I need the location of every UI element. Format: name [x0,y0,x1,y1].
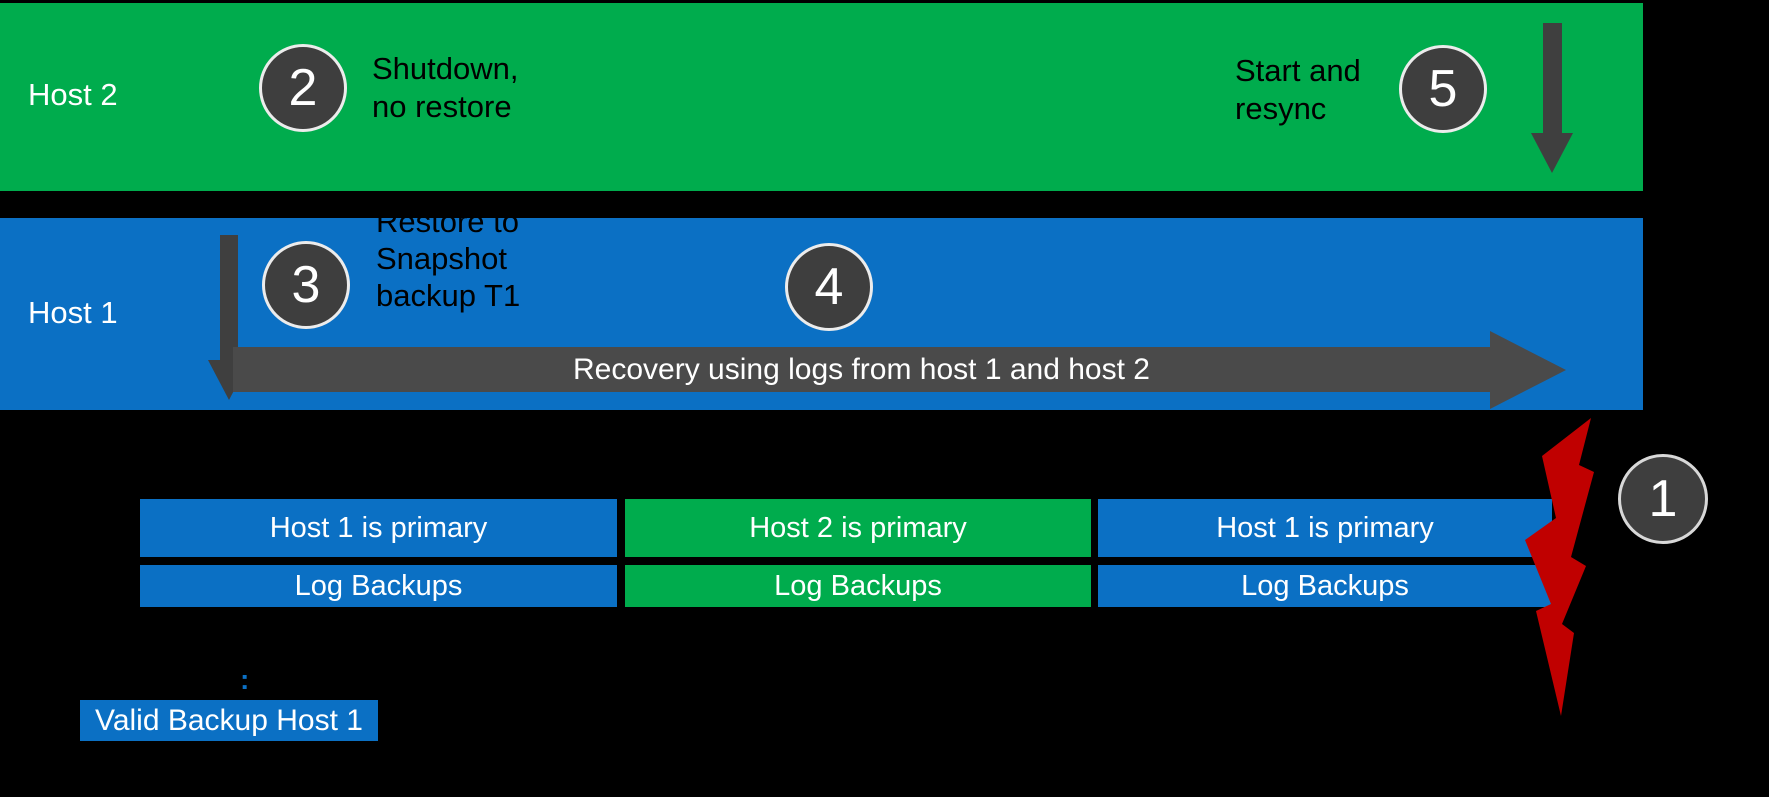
step-5-note-line2: resync [1235,91,1327,126]
step-4-number: 4 [814,258,844,316]
primary-bar-host2-label: Host 2 is primary [749,511,967,544]
host2-timeline-band: Host 2 2 Shutdown, no restore Start and … [0,3,1643,191]
host1-label: Host 1 [28,295,118,330]
primary-bar-host1-a: Host 1 is primary [140,499,617,557]
step-2-circle: 2 [259,44,347,132]
step-1-number: 1 [1648,470,1678,528]
step-3-note-line2: Snapshot [376,241,507,276]
step-2-note-line1: Shutdown, [372,51,519,86]
step-1-circle: 1 [1618,454,1708,544]
log-backups-bar-b: Log Backups [625,565,1091,607]
log-backups-bar-c: Log Backups [1098,565,1552,607]
recovery-arrow-head-icon [1490,331,1566,409]
step-2-note: Shutdown, no restore [372,50,519,126]
primary-bar-host2: Host 2 is primary [625,499,1091,557]
step-4-circle: 4 [785,243,873,331]
lightning-bolt-icon [1525,418,1594,716]
primary-bar-host1-b-label: Host 1 is primary [1216,511,1434,544]
step-5-circle: 5 [1399,45,1487,133]
log-backups-bar-c-label: Log Backups [1241,569,1409,602]
step-3-note-line3: backup T1 [376,278,521,313]
valid-backup-label: Valid Backup Host 1 [95,703,363,737]
primary-bar-host1-b: Host 1 is primary [1098,499,1552,557]
step-3-note-line1: Restore to [376,204,520,239]
step-3-note: Restore to Snapshot backup T1 [376,203,520,314]
log-backups-bar-a-label: Log Backups [294,569,463,602]
recovery-arrow: Recovery using logs from host 1 and host… [233,347,1490,392]
step-2-number: 2 [288,59,318,117]
recovery-arrow-label: Recovery using logs from host 1 and host… [573,352,1150,386]
log-backups-bar-b-label: Log Backups [774,569,942,602]
step-2-note-line2: no restore [372,89,512,124]
host2-label: Host 2 [28,77,118,112]
step-5-number: 5 [1428,60,1458,118]
log-backups-bar-a: Log Backups [140,565,617,607]
legend-colon: : [240,664,250,695]
step-5-note: Start and resync [1235,52,1361,128]
step-5-note-line1: Start and [1235,53,1361,88]
step-3-circle: 3 [262,241,350,329]
host2-down-arrow-icon [1531,23,1573,173]
primary-bar-host1-a-label: Host 1 is primary [269,511,488,544]
valid-backup-highlight: Valid Backup Host 1 [80,700,378,741]
step-3-number: 3 [291,256,321,314]
